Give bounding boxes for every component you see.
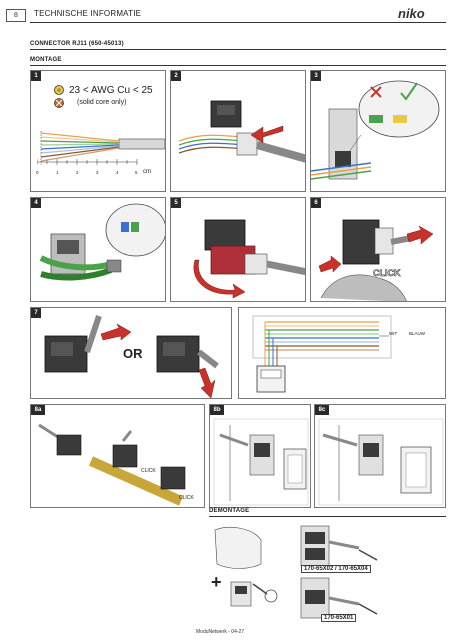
page-title: TECHNISCHE INFORMATIE	[34, 9, 142, 18]
step-number: 6	[311, 198, 321, 208]
page-number: 8	[6, 9, 26, 22]
or-separator: OR	[123, 346, 143, 361]
montage-rule	[30, 65, 446, 66]
step-number: 4	[31, 198, 41, 208]
cable-routing-drawing	[44, 315, 219, 398]
step-4-panel: 4	[30, 197, 166, 302]
step-number: 8c	[315, 405, 329, 415]
ruler-tick-0: 0	[36, 170, 39, 175]
demontage-area: + 170-65X02 / 170-65X04 170-65X01	[209, 520, 446, 624]
click-label-2: CLICK	[179, 495, 194, 501]
click-fit-drawing	[318, 219, 434, 301]
solid-core-note: (solid core only)	[77, 99, 127, 106]
product-code-2: 170-65X01	[321, 614, 357, 622]
ruler-unit: cm	[143, 169, 151, 175]
wire-label-b: BLAUW	[409, 331, 426, 336]
step-number: 5	[171, 198, 181, 208]
awg-range-text: 23 < AWG Cu < 25	[69, 85, 153, 96]
step-3-panel: 3	[310, 70, 446, 192]
step-2-panel: 2	[170, 70, 306, 192]
demontage-heading: DEMONTAGE	[209, 508, 250, 514]
niko-logo: niko	[398, 6, 425, 21]
wiring-schematic	[252, 315, 392, 393]
step-number: 1	[31, 71, 41, 81]
step-8c-panel: 8c	[314, 404, 446, 508]
cutting-pliers-drawing	[39, 203, 165, 281]
wiring-schematic-panel: WIT BLAUW	[238, 307, 446, 399]
header-rule	[30, 22, 446, 23]
rail-mounting-drawing	[38, 423, 186, 506]
ruler-tick-5: 5	[135, 170, 138, 175]
cap-close-drawing	[193, 219, 305, 299]
box-mounting-drawing	[213, 418, 309, 506]
step-1-panel: 1 23 < AWG Cu < 25 (solid core only)	[30, 70, 166, 192]
wire-gauge-icon	[54, 85, 64, 108]
ruler-tick-3: 3	[96, 170, 99, 175]
step-number: 8a	[31, 405, 45, 415]
step-8a-panel: 8a CLICK CLICK	[30, 404, 205, 508]
ruler-tick-4: 4	[116, 170, 119, 175]
demontage-drawing	[214, 525, 378, 619]
plus-sign: +	[211, 572, 222, 592]
step-number: 3	[311, 71, 321, 81]
step-7-panel: 7 OR	[30, 307, 232, 399]
flush-mounting-drawing	[318, 418, 444, 506]
step-number: 8b	[210, 405, 224, 415]
page-footer: ModuNetwerk - 04-27	[196, 629, 245, 635]
step-6-panel: 6 CLICK	[310, 197, 446, 302]
step-5-panel: 5	[170, 197, 306, 302]
step-number: 2	[171, 71, 181, 81]
ruler	[37, 159, 138, 165]
ruler-tick-2: 2	[76, 170, 79, 175]
click-label-1: CLICK	[141, 468, 156, 474]
terminal-detail-drawing	[311, 80, 440, 180]
montage-heading: MONTAGE	[30, 57, 62, 63]
stripped-cable-drawing	[40, 131, 165, 165]
product-code-1: 170-65X02 / 170-65X04	[301, 565, 371, 573]
ruler-tick-1: 1	[56, 170, 59, 175]
step-number: 7	[31, 308, 41, 318]
click-label: CLICK	[373, 268, 401, 279]
connector-heading: CONNECTOR RJ11 (650-45013)	[30, 41, 124, 47]
connector-insert-drawing	[178, 100, 305, 163]
demontage-rule	[209, 516, 446, 517]
wire-label-a: WIT	[389, 331, 398, 336]
connector-rule	[30, 49, 446, 50]
step-8b-panel: 8b	[209, 404, 311, 508]
